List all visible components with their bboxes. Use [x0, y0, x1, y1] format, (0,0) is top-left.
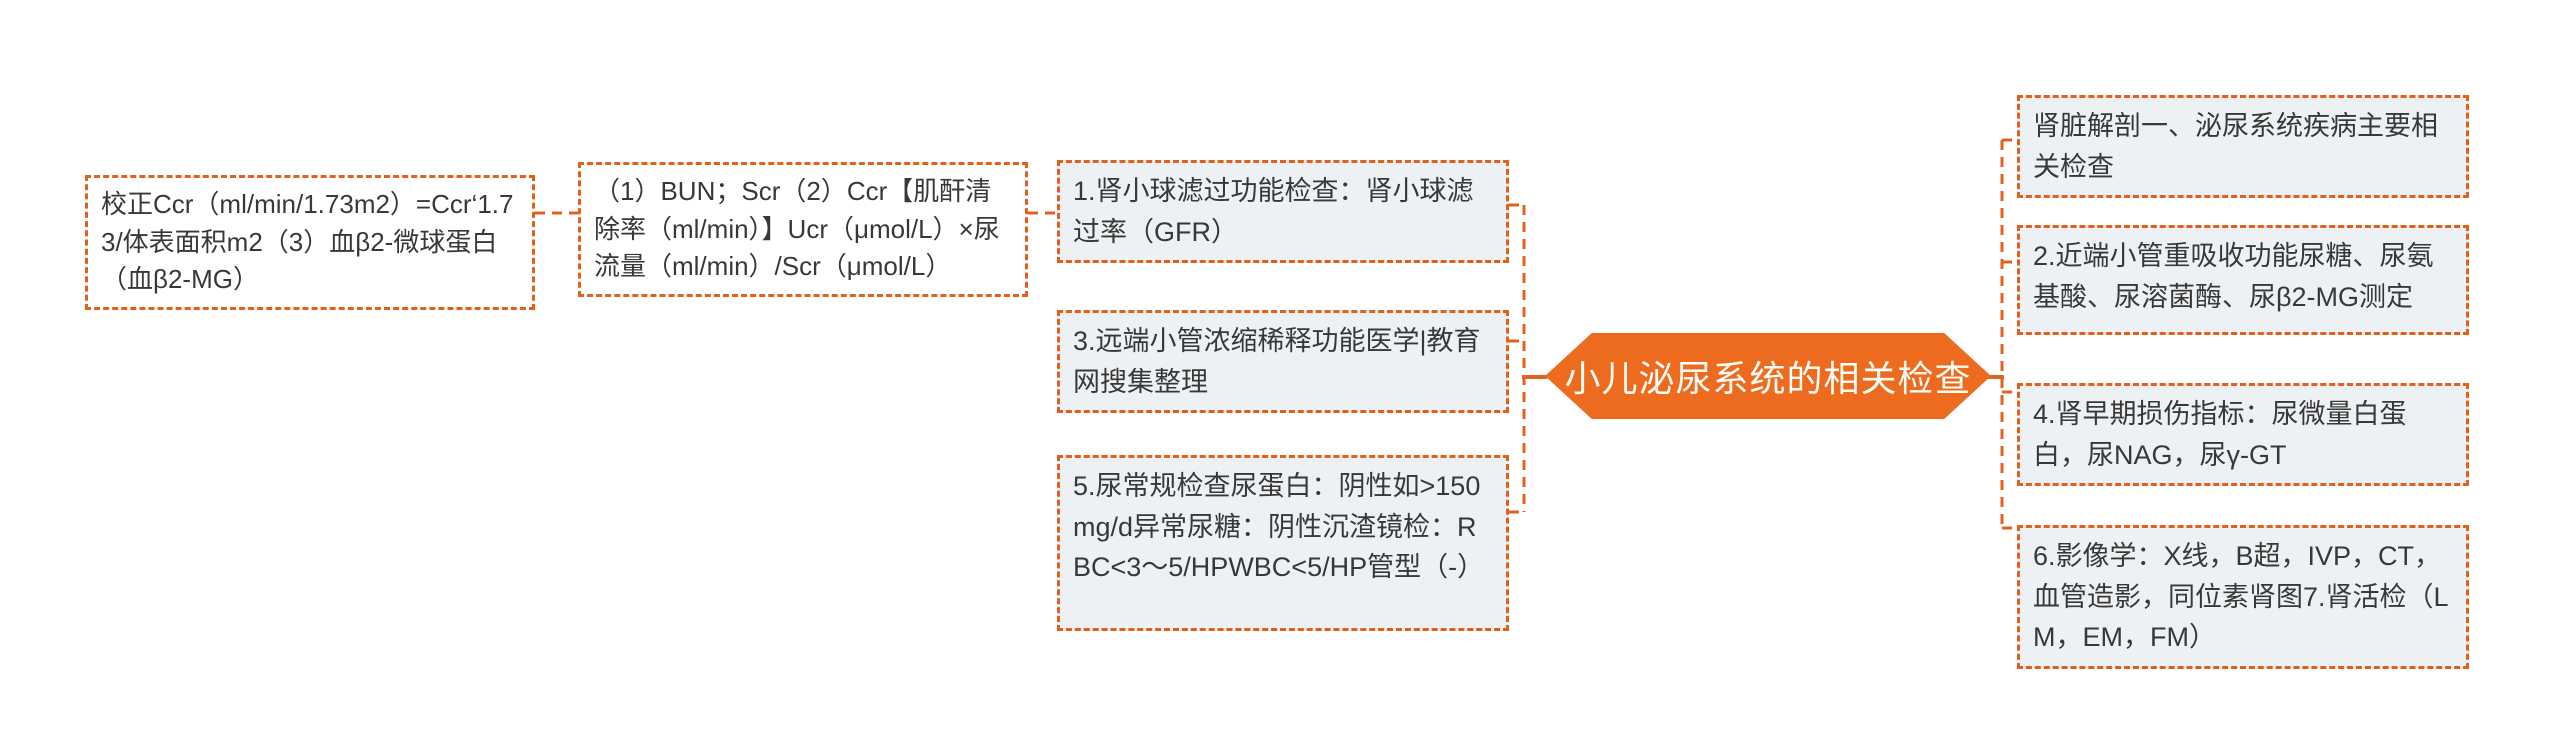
node-distal-tubule-function[interactable]: 3.远端小管浓缩稀释功能医学|教育网搜集整理 — [1057, 310, 1509, 413]
node-early-kidney-injury-markers[interactable]: 4.肾早期损伤指标：尿微量白蛋白，尿NAG，尿γ-GT — [2017, 383, 2469, 486]
central-topic[interactable]: 小儿泌尿系统的相关检查 — [1545, 333, 1991, 419]
node-glomerular-filtration-check[interactable]: 1.肾小球滤过功能检查：肾小球滤过率（GFR） — [1057, 160, 1509, 263]
node-proximal-tubule-reabsorption[interactable]: 2.近端小管重吸收功能尿糖、尿氨基酸、尿溶菌酶、尿β2-MG测定 — [2017, 225, 2469, 335]
node-bun-scr-ccr-formula[interactable]: （1）BUN；Scr（2）Ccr【肌酐清除率（ml/min）】Ucr（μmol/… — [578, 162, 1028, 298]
node-renal-anatomy-overview[interactable]: 肾脏解剖一、泌尿系统疾病主要相关检查 — [2017, 95, 2469, 198]
node-routine-urine-test[interactable]: 5.尿常规检查尿蛋白：阴性如>150mg/d异常尿糖：阴性沉渣镜检：RBC<3～… — [1057, 455, 1509, 631]
node-corrected-ccr-formula[interactable]: 校正Ccr（ml/min/1.73m2）=Ccr‘1.73/体表面积m2（3）血… — [85, 175, 535, 311]
node-imaging-and-biopsy[interactable]: 6.影像学：X线，B超，IVP，CT，血管造影，同位素肾图7.肾活检（LM，EM… — [2017, 525, 2469, 669]
